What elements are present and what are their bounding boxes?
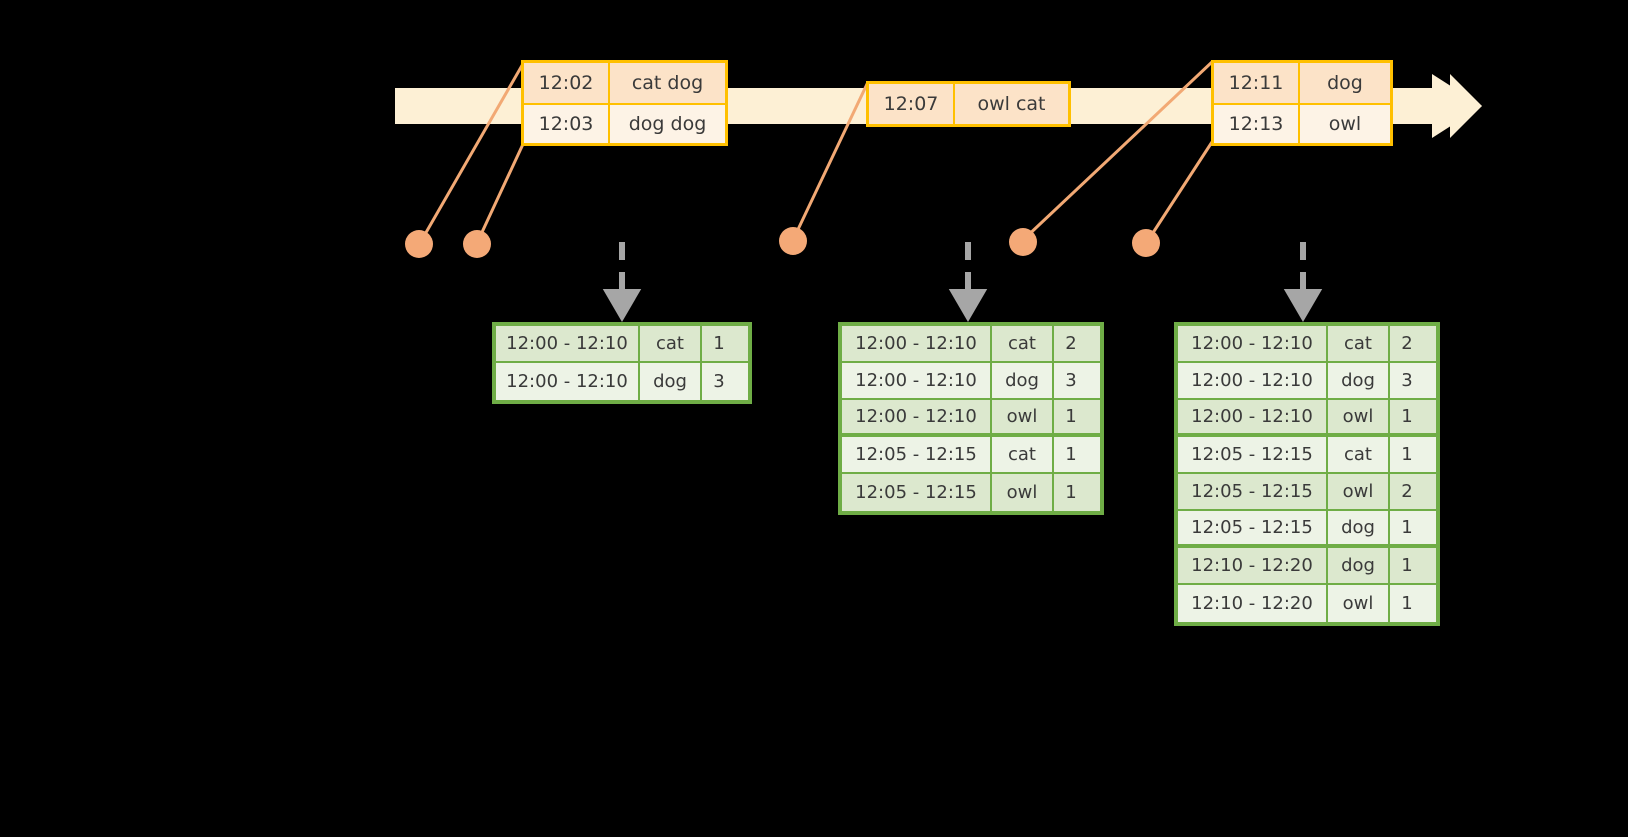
event-time: 12:02 [524, 63, 610, 103]
key-cell: dog [1328, 363, 1390, 398]
key-cell: owl [1328, 474, 1390, 509]
event-time: 12:11 [1214, 63, 1300, 103]
stream-marker-2 [463, 230, 491, 258]
event-time: 12:13 [1214, 105, 1300, 143]
key-cell: dog [1328, 548, 1390, 583]
count-cell: 3 [1065, 370, 1077, 391]
window-cell: 12:00 - 12:10 [496, 326, 640, 361]
connector-line-5 [1145, 141, 1214, 243]
window-cell: 12:10 - 12:20 [1178, 585, 1328, 622]
event-row: 12:11 dog [1214, 63, 1390, 103]
table-row: 12:00 - 12:10 owl 1 [842, 400, 1100, 437]
table-row: 12:00 - 12:10 dog 3 [496, 363, 748, 400]
event-words: owl [1328, 113, 1362, 135]
table-row: 12:05 - 12:15 cat 1 [1178, 437, 1436, 474]
window-cell: 12:00 - 12:10 [842, 326, 992, 361]
event-words: owl cat [977, 93, 1046, 115]
event-words: dog [1327, 72, 1363, 94]
count-cell: 1 [1401, 517, 1413, 538]
key-cell: dog [640, 363, 702, 400]
key-cell: cat [992, 326, 1054, 361]
window-cell: 12:00 - 12:10 [496, 363, 640, 400]
key-cell: owl [1328, 400, 1390, 433]
window-cell: 12:00 - 12:10 [842, 400, 992, 433]
window-cell: 12:05 - 12:15 [842, 474, 992, 511]
stream-markers [405, 227, 1160, 258]
count-cell: 1 [1401, 555, 1413, 576]
key-cell: owl [992, 474, 1054, 511]
window-cell: 12:00 - 12:10 [1178, 400, 1328, 433]
table-row: 12:10 - 12:20 owl 1 [1178, 585, 1436, 622]
window-cell: 12:05 - 12:15 [1178, 474, 1328, 509]
key-cell: cat [992, 437, 1054, 472]
count-cell: 2 [1401, 481, 1413, 502]
emit-arrows [602, 242, 1323, 322]
count-cell: 1 [1065, 482, 1077, 503]
window-cell: 12:00 - 12:10 [1178, 363, 1328, 398]
event-row: 12:07 owl cat [869, 84, 1068, 124]
event-row: 12:13 owl [1214, 103, 1390, 143]
event-group-2: 12:07 owl cat [866, 81, 1071, 127]
event-group-3: 12:11 dog 12:13 owl [1211, 60, 1393, 146]
table-row: 12:05 - 12:15 owl 2 [1178, 474, 1436, 511]
stream-marker-3 [779, 227, 807, 255]
key-cell: cat [1328, 326, 1390, 361]
count-cell: 2 [1401, 333, 1413, 354]
event-words: cat dog [631, 72, 704, 94]
stream-marker-5 [1132, 229, 1160, 257]
result-table-1: 12:00 - 12:10 cat 1 12:00 - 12:10 dog 3 [492, 322, 752, 404]
emit-arrow-head-3 [1283, 289, 1323, 322]
event-group-1: 12:02 cat dog 12:03 dog dog [521, 60, 728, 146]
window-cell: 12:00 - 12:10 [1178, 326, 1328, 361]
table-row: 12:05 - 12:15 owl 1 [842, 474, 1100, 511]
stream-marker-1 [405, 230, 433, 258]
result-table-3: 12:00 - 12:10 cat 2 12:00 - 12:10 dog 3 … [1174, 322, 1440, 626]
event-time: 12:07 [869, 84, 955, 124]
stream-marker-4 [1009, 228, 1037, 256]
table-row: 12:10 - 12:20 dog 1 [1178, 548, 1436, 585]
table-row: 12:05 - 12:15 cat 1 [842, 437, 1100, 474]
window-cell: 12:00 - 12:10 [842, 363, 992, 398]
count-cell: 1 [1401, 444, 1413, 465]
window-cell: 12:05 - 12:15 [1178, 511, 1328, 544]
key-cell: owl [1328, 585, 1390, 622]
connector-line-3 [791, 81, 870, 241]
connector-line-2 [475, 141, 526, 244]
window-cell: 12:10 - 12:20 [1178, 548, 1328, 583]
table-row: 12:00 - 12:10 dog 3 [1178, 363, 1436, 400]
table-row: 12:00 - 12:10 owl 1 [1178, 400, 1436, 437]
event-words: dog dog [628, 113, 707, 135]
key-cell: dog [992, 363, 1054, 398]
emit-arrow-head-1 [602, 289, 642, 322]
table-row: 12:00 - 12:10 cat 2 [1178, 326, 1436, 363]
table-row: 12:05 - 12:15 dog 1 [1178, 511, 1436, 548]
connector-line-1 [418, 61, 526, 244]
table-row: 12:00 - 12:10 cat 1 [496, 326, 748, 363]
window-cell: 12:05 - 12:15 [842, 437, 992, 472]
event-time: 12:03 [524, 105, 610, 143]
count-cell: 1 [1065, 444, 1077, 465]
result-table-2: 12:00 - 12:10 cat 2 12:00 - 12:10 dog 3 … [838, 322, 1104, 515]
key-cell: cat [640, 326, 702, 361]
key-cell: dog [1328, 511, 1390, 544]
table-row: 12:00 - 12:10 dog 3 [842, 363, 1100, 400]
count-cell: 3 [1401, 370, 1413, 391]
event-row: 12:02 cat dog [524, 63, 725, 103]
key-cell: cat [1328, 437, 1390, 472]
event-row: 12:03 dog dog [524, 103, 725, 143]
emit-arrow-head-2 [948, 289, 988, 322]
count-cell: 1 [1401, 593, 1413, 614]
timeline-arrowhead [1432, 74, 1482, 138]
key-cell: owl [992, 400, 1054, 433]
count-cell: 1 [1065, 406, 1077, 427]
count-cell: 1 [713, 333, 725, 354]
count-cell: 1 [1401, 406, 1413, 427]
count-cell: 2 [1065, 333, 1077, 354]
table-row: 12:00 - 12:10 cat 2 [842, 326, 1100, 363]
count-cell: 3 [713, 371, 725, 392]
window-cell: 12:05 - 12:15 [1178, 437, 1328, 472]
